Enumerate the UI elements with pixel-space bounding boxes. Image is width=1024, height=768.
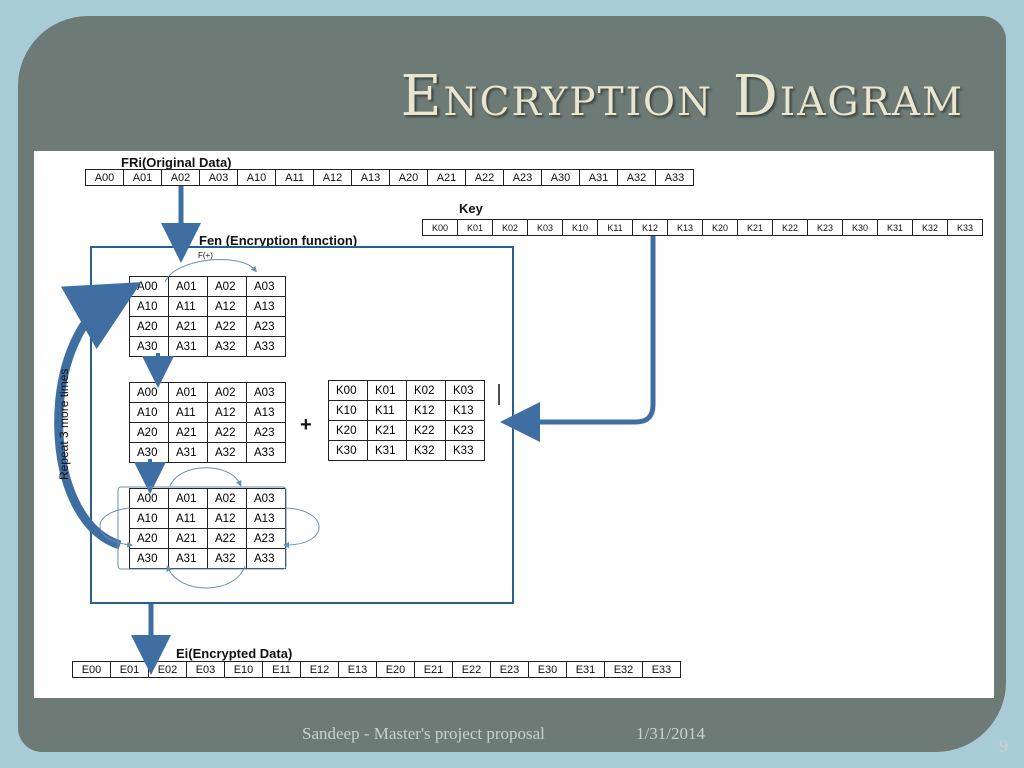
row-cell: E31: [566, 661, 605, 678]
row-cell: A33: [655, 169, 694, 186]
row-cell: K32: [912, 219, 948, 236]
matrix-cell: K13: [445, 400, 485, 421]
row-cell: A31: [579, 169, 618, 186]
shift-arc-top: [169, 467, 242, 487]
row-cell: K10: [562, 219, 598, 236]
shift-arc-left: [99, 507, 133, 548]
row-cell: E30: [528, 661, 567, 678]
row-cell: E10: [224, 661, 263, 678]
matrix-cell: A33: [246, 336, 286, 357]
row-cell: A02: [161, 169, 200, 186]
row-cell: A03: [199, 169, 238, 186]
row-cell: A30: [541, 169, 580, 186]
matrix-cell: K33: [445, 440, 485, 461]
row-cell: K01: [457, 219, 493, 236]
matrix-cell: A31: [168, 336, 208, 357]
original-data-label: FRi(Original Data): [121, 155, 232, 170]
matrix-cell: A03: [246, 276, 286, 297]
matrix-cell: A33: [246, 548, 286, 569]
matrix-cell: K32: [406, 440, 446, 461]
footer-author: Sandeep - Master's project proposal: [302, 724, 545, 743]
matrix-cell: K23: [445, 420, 485, 441]
matrix-cell: A10: [129, 508, 169, 529]
slide-title: Encryption Diagram: [400, 64, 964, 129]
matrix-cell: A12: [207, 508, 247, 529]
row-cell: K33: [947, 219, 983, 236]
plus-sign: +: [300, 414, 312, 436]
row-cell: E33: [642, 661, 681, 678]
row-cell: E20: [376, 661, 415, 678]
shift-outline: [117, 486, 287, 570]
row-cell: E11: [262, 661, 301, 678]
row-cell: A21: [427, 169, 466, 186]
matrix-cell: K01: [367, 380, 407, 401]
row-cell: A20: [389, 169, 428, 186]
matrix-cell: K10: [328, 400, 368, 421]
matrix-cell: A12: [207, 402, 247, 423]
row-cell: A10: [237, 169, 276, 186]
row-cell: E12: [300, 661, 339, 678]
page-number: 9: [999, 736, 1008, 756]
row-cell: A11: [275, 169, 314, 186]
repeat-label: Repeat 3 more times: [57, 369, 71, 480]
footer-date: 1/31/2014: [636, 724, 705, 743]
row-cell: E21: [414, 661, 453, 678]
row-cell: E23: [490, 661, 529, 678]
row-cell: A22: [465, 169, 504, 186]
matrix-cell: A21: [168, 316, 208, 337]
matrix-cell: A31: [168, 442, 208, 463]
shift-arc-bottom: [166, 565, 246, 589]
matrix-cell: A33: [246, 442, 286, 463]
fplus-arc: [164, 259, 257, 283]
matrix-cell: A23: [246, 528, 286, 549]
fplus-label: F(+): [198, 251, 213, 260]
row-cell: E32: [604, 661, 643, 678]
row-cell: A13: [351, 169, 390, 186]
encrypted-data-label: Ei(Encrypted Data): [176, 646, 293, 661]
shift-arc-right: [283, 507, 320, 548]
encryption-function-label: Fen (Encryption function): [199, 233, 358, 248]
matrix-cell: A01: [168, 382, 208, 403]
repeat-curved-arrow: [54, 282, 142, 550]
matrix-cell: A02: [207, 276, 247, 297]
matrix-cell: K22: [406, 420, 446, 441]
matrix-cell: A02: [207, 382, 247, 403]
matrix-cell: A20: [129, 422, 169, 443]
matrix-cell: K03: [445, 380, 485, 401]
matrix-cell: A01: [168, 276, 208, 297]
row-cell: A32: [617, 169, 656, 186]
matrix-cell: A32: [207, 442, 247, 463]
matrix-cell: A03: [246, 382, 286, 403]
key-label: Key: [459, 201, 483, 216]
matrix-cell: A21: [168, 422, 208, 443]
arrow-key-to-box: [500, 236, 656, 442]
matrix-cell: A32: [207, 336, 247, 357]
